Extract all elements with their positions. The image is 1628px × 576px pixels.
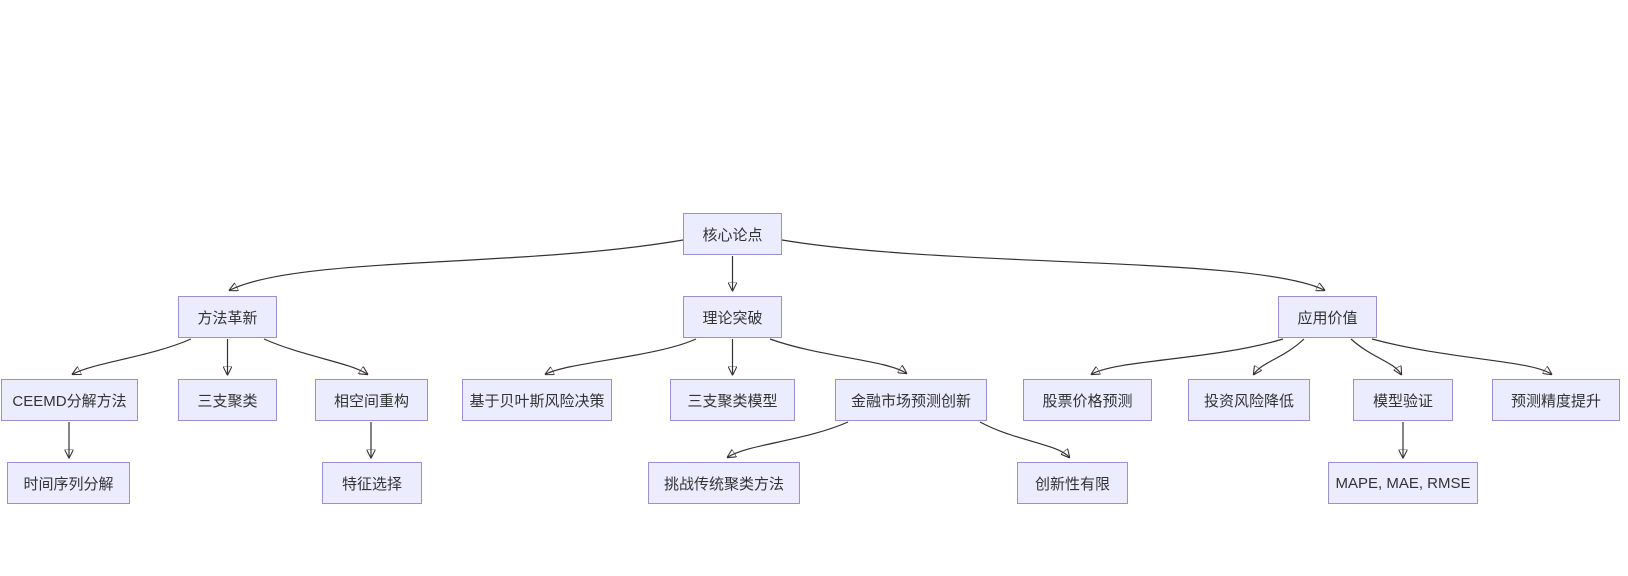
edge-application-risk xyxy=(1254,338,1305,374)
node-investment-risk-reduction: 投资风险降低 xyxy=(1188,379,1310,421)
node-bayesian-risk-decision: 基于贝叶斯风险决策 xyxy=(462,379,612,421)
edge-theory-bayes xyxy=(546,338,697,374)
node-three-way-clustering-model: 三支聚类模型 xyxy=(670,379,795,421)
node-method-innovation: 方法革新 xyxy=(178,296,277,338)
node-phase-space-reconstruction: 相空间重构 xyxy=(315,379,428,421)
node-time-series-decomposition: 时间序列分解 xyxy=(7,462,130,504)
edge-finance-challenge xyxy=(728,421,849,457)
edge-application-validation xyxy=(1350,338,1401,374)
edge-method-phase-space xyxy=(263,338,367,374)
node-core-thesis: 核心论点 xyxy=(683,213,782,255)
edge-theory-finance xyxy=(769,338,906,373)
node-financial-market-prediction: 金融市场预测创新 xyxy=(835,379,987,421)
node-stock-price-prediction: 股票价格预测 xyxy=(1023,379,1152,421)
edge-method-ceemd xyxy=(73,338,192,374)
node-challenge-traditional-clustering: 挑战传统聚类方法 xyxy=(648,462,800,504)
node-evaluation-metrics: MAPE, MAE, RMSE xyxy=(1328,462,1478,504)
edge-application-precision xyxy=(1371,338,1551,374)
edge-application-stock xyxy=(1092,338,1284,374)
node-application-value: 应用价值 xyxy=(1278,296,1377,338)
node-model-validation: 模型验证 xyxy=(1353,379,1453,421)
node-feature-selection: 特征选择 xyxy=(322,462,422,504)
node-theory-breakthrough: 理论突破 xyxy=(683,296,782,338)
edge-core-method xyxy=(230,239,684,290)
node-three-way-clustering: 三支聚类 xyxy=(178,379,277,421)
node-ceemd-decomposition: CEEMD分解方法 xyxy=(1,379,138,421)
edge-core-application xyxy=(781,239,1324,290)
edge-finance-limited xyxy=(979,421,1069,457)
node-prediction-accuracy: 预测精度提升 xyxy=(1492,379,1620,421)
node-limited-innovation: 创新性有限 xyxy=(1017,462,1128,504)
